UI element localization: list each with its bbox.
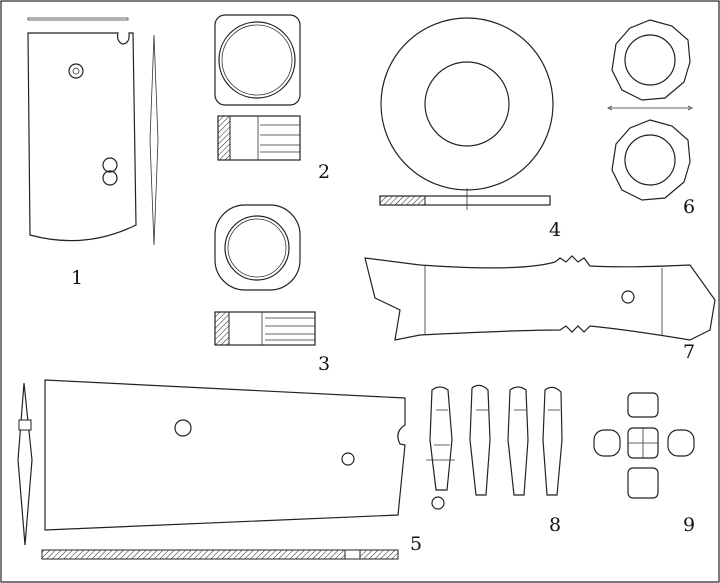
artifact-4-disc [379,17,554,210]
artifact-5-blade [17,379,406,560]
artifact-2-square-ring [214,14,301,161]
label-8: 8 [549,514,561,536]
label-4: 4 [549,219,561,241]
label-3: 3 [318,353,330,375]
artifact-6-notched-rings [607,19,693,201]
artifact-9-beads [593,392,695,499]
artifact-8-figurines [426,384,563,510]
label-7: 7 [683,341,695,363]
label-9: 9 [683,514,695,536]
artifact-3-ring [214,204,316,346]
label-2: 2 [318,161,330,183]
label-1: 1 [71,267,83,289]
label-6: 6 [683,196,695,218]
artifact-1-axe [27,17,159,246]
label-5: 5 [410,533,422,555]
artifact-7-handle [364,255,716,341]
